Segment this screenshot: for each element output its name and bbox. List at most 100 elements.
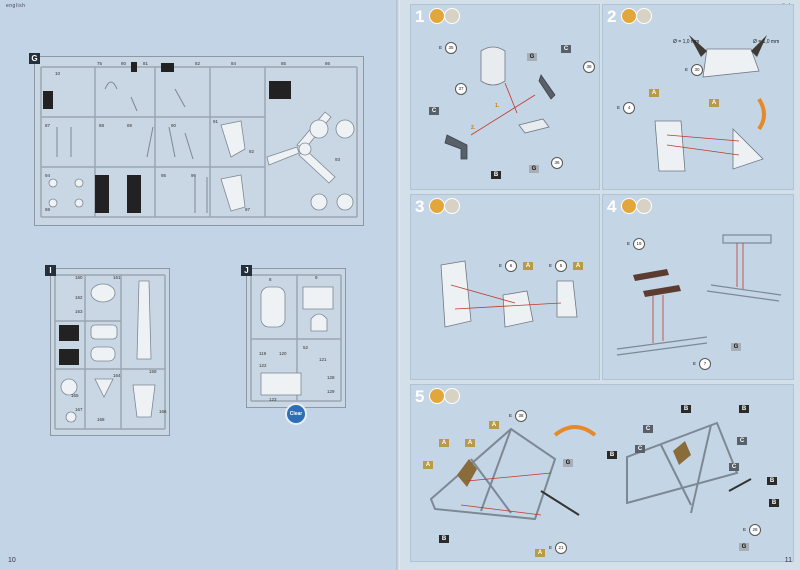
sprue-g-runners <box>40 62 358 218</box>
step-1-panel: 1 E 35 37 36 38 G C C G B 1. 2. <box>410 4 600 190</box>
sprue-tag: C <box>729 463 739 471</box>
drill-note: Ø = 1,0 mm <box>753 39 780 45</box>
part-number: 98 <box>45 207 51 212</box>
sprue-tag: G <box>529 165 539 173</box>
step-number: 2 <box>607 7 617 26</box>
step-number: 3 <box>415 197 425 216</box>
part-prefix: E <box>627 241 631 246</box>
part-number: 97 <box>245 207 251 212</box>
part-number: 86 <box>325 61 331 66</box>
part-number: 120 <box>279 351 287 356</box>
part-number: 93 <box>335 157 341 162</box>
sprue-tag: B <box>491 171 501 179</box>
part-callout: 7 <box>699 358 711 370</box>
part-number: 164 <box>113 373 121 378</box>
part-prefix: E <box>499 263 503 268</box>
part-number: 122 <box>259 363 267 368</box>
part-prefix: E <box>617 105 621 110</box>
part-number: 92 <box>249 149 255 154</box>
paint-icon <box>444 8 460 24</box>
part-number: 87 <box>45 123 51 128</box>
sprue-i-runners <box>54 274 166 430</box>
sprue-frame-g: G 10 75 80 81 82 84 85 86 87 88 89 90 91… <box>29 53 364 226</box>
step-4-drawing <box>616 234 782 356</box>
part-prefix: E <box>693 361 697 366</box>
part-callout: 37 <box>455 83 467 95</box>
sprue-tag: C <box>643 425 653 433</box>
part-callout: 4 <box>623 102 635 114</box>
part-callout: 38 <box>583 61 595 73</box>
step-2-panel: 2 Ø = 1,0 mm Ø = 1,0 mm E 30 E 4 A A <box>602 4 794 190</box>
paint-icon <box>444 388 460 404</box>
part-prefix: E <box>685 67 689 72</box>
part-number: 95 <box>161 173 167 178</box>
part-callout: 21 <box>555 542 567 554</box>
part-prefix: E <box>439 45 443 50</box>
sprue-tag: A <box>649 89 659 97</box>
part-callout: 38 <box>515 410 527 422</box>
part-number: 163 <box>75 309 83 314</box>
part-callout: 36 <box>551 157 563 169</box>
part-number: 10 <box>55 71 61 76</box>
part-number: 82 <box>195 61 201 66</box>
sprue-tag: A <box>489 421 499 429</box>
sprue-j-runners <box>250 274 342 402</box>
page-header-left: english <box>6 3 26 9</box>
part-number: 129 <box>327 389 335 394</box>
paint-icon <box>636 198 652 214</box>
right-page: english 1 E 35 37 36 38 G C C G B 1. 2. … <box>400 0 800 570</box>
part-number: 8 <box>269 277 272 282</box>
step-5-panel: 5 E 38 E 28 E 21 A A A A A G B C B B C C… <box>410 384 794 562</box>
sprue-tag: A <box>535 549 545 557</box>
frame-label-j: J <box>241 265 252 276</box>
substep-marker: 2. <box>471 125 476 131</box>
sprue-tag: G <box>527 53 537 61</box>
part-prefix: E <box>549 545 553 550</box>
part-number: 165 <box>71 393 79 398</box>
part-number: 81 <box>143 61 149 66</box>
sprue-tag: A <box>465 439 475 447</box>
sprue-tag: G <box>731 343 741 351</box>
part-number: 161 <box>113 275 121 280</box>
part-number: 75 <box>97 61 103 66</box>
part-number: 128 <box>327 375 335 380</box>
part-callout: 6 <box>505 260 517 272</box>
sprue-tag: G <box>563 459 573 467</box>
part-number: 96 <box>191 173 197 178</box>
step-2-drawing <box>654 35 767 172</box>
part-callout: 5 <box>555 260 567 272</box>
frame-label-i: I <box>45 265 56 276</box>
step-1-drawing <box>444 46 556 160</box>
step-number: 5 <box>415 387 425 406</box>
sprue-tag: C <box>561 45 571 53</box>
sprue-frame-j: J 8 9 52 119 120 121 122 123 128 129 <box>241 265 346 408</box>
part-callout: 35 <box>445 42 457 54</box>
part-callout: 28 <box>749 524 761 536</box>
substep-marker: 1. <box>495 103 500 109</box>
paint-icon <box>444 198 460 214</box>
left-page: english G 10 7 <box>0 0 398 570</box>
part-number: 91 <box>213 119 219 124</box>
sprue-tag: B <box>607 451 617 459</box>
sprue-tag: B <box>739 405 749 413</box>
part-callout: 19 <box>633 238 645 250</box>
sprue-tag: A <box>523 262 533 270</box>
part-number: 159 <box>149 369 157 374</box>
sprue-tag: A <box>709 99 719 107</box>
paint-icon <box>636 8 652 24</box>
drill-note: Ø = 1,0 mm <box>673 39 700 45</box>
part-number: 89 <box>127 123 133 128</box>
sprue-tag: C <box>635 445 645 453</box>
part-number: 85 <box>281 61 287 66</box>
part-number: 168 <box>97 417 105 422</box>
part-number: 123 <box>269 397 277 402</box>
part-number: 121 <box>319 357 327 362</box>
frame-label-g: G <box>29 53 40 64</box>
part-callout: 30 <box>691 64 703 76</box>
part-number: 160 <box>75 275 83 280</box>
part-prefix: E <box>743 527 747 532</box>
step-number: 1 <box>415 7 425 26</box>
part-number: 119 <box>259 351 267 356</box>
part-number: 167 <box>75 407 83 412</box>
sprue-tag: G <box>739 543 749 551</box>
